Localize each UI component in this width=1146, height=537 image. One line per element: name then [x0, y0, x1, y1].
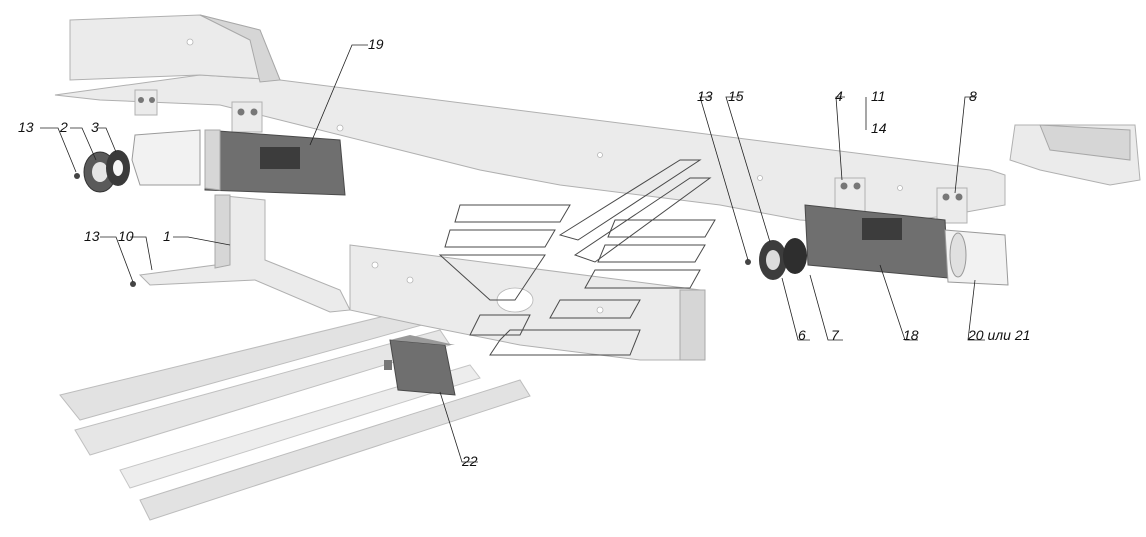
callout-2: 2 — [59, 119, 68, 135]
callout-10: 10 — [118, 228, 134, 244]
callout-13-right: 13 — [697, 88, 713, 104]
callout-20-or-21: 20 или 21 — [967, 327, 1030, 343]
callout-6: 6 — [798, 327, 806, 343]
watermark-logo — [438, 159, 716, 356]
frame-rails — [59, 304, 531, 521]
callout-labels: 13 2 3 13 10 1 19 13 15 4 11 14 8 6 7 18… — [18, 36, 1030, 469]
nut-13-left — [130, 281, 136, 287]
bumper-beam — [54, 14, 1141, 226]
mounting-plates — [134, 89, 968, 224]
callout-14: 14 — [871, 120, 887, 136]
callout-19: 19 — [368, 36, 384, 52]
left-reflector-parts — [74, 150, 130, 193]
lamp-18 — [804, 204, 1009, 286]
callout-13-lower: 13 — [84, 228, 100, 244]
right-reflector-parts — [745, 238, 807, 280]
callout-15: 15 — [728, 88, 744, 104]
lamp-22 — [384, 335, 456, 396]
leader-lines — [40, 44, 985, 463]
callout-7: 7 — [831, 327, 840, 343]
lamp-19 — [131, 129, 346, 196]
callout-4: 4 — [835, 88, 843, 104]
callout-13-left: 13 — [18, 119, 34, 135]
callout-3: 3 — [91, 119, 99, 135]
callout-1: 1 — [163, 228, 171, 244]
left-bracket — [138, 194, 351, 313]
callout-11: 11 — [871, 88, 886, 104]
callout-18: 18 — [903, 327, 919, 343]
callout-22: 22 — [461, 453, 478, 469]
callout-8: 8 — [969, 88, 977, 104]
